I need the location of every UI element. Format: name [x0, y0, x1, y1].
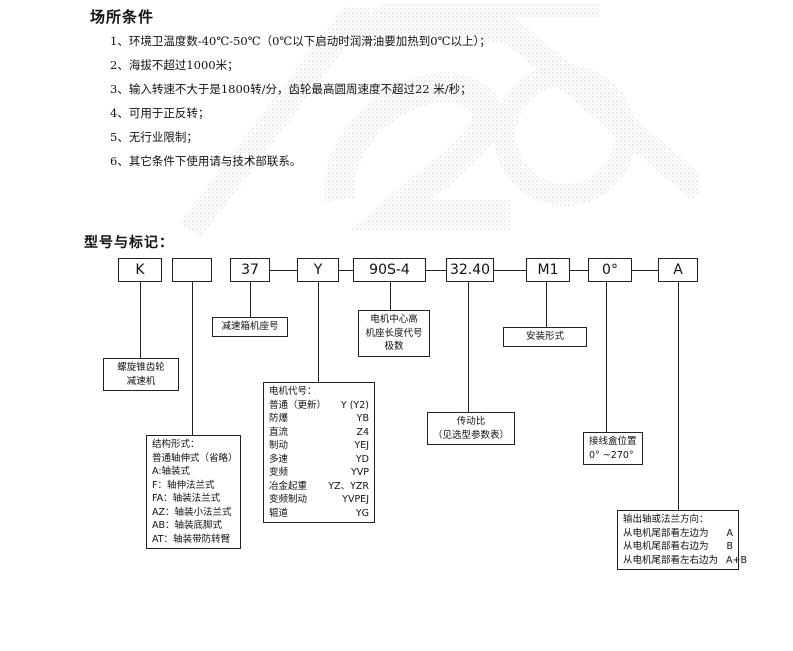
structure-label: 结构形式： 普通轴伸式（省略） A:轴装式 F：轴伸法兰式 FA：轴装法兰式 A… [146, 435, 241, 549]
code-box-terminal: 0° [588, 258, 632, 282]
condition-item: 2、海拔不超过1000米； [110, 58, 239, 72]
model-title: 型号与标记： [84, 235, 174, 251]
condition-item: 4、可用于正反转； [110, 106, 210, 120]
reducer-type-label: 螺旋锥齿轮 减速机 [103, 358, 179, 391]
ratio-label: 传动比 （见选型参数表） [427, 412, 515, 445]
code-box-direction: A [658, 258, 698, 282]
code-box-ratio: 32.40 [446, 258, 494, 282]
code-box-structure [172, 258, 212, 282]
code-box-motor: Y [297, 258, 339, 282]
condition-item: 3、输入转速不大于是1800转/分，齿轮最高圆周速度不超过22 米/秒； [110, 82, 472, 96]
code-box-type: K [118, 258, 162, 282]
code-box-frame: 37 [230, 258, 270, 282]
code-box-mounting: M1 [526, 258, 570, 282]
condition-item: 1、环境卫温度数-40℃-50℃（0℃以下启动时润滑油要加热到0℃以上）； [110, 34, 491, 48]
condition-item: 6、其它条件下使用请与技术部联系。 [110, 154, 302, 168]
watermark-logo [180, 3, 700, 238]
condition-item: 5、无行业限制； [110, 130, 198, 144]
frame-size-label: 减速箱机座号 [212, 317, 288, 337]
code-box-motor-frame: 90S-4 [353, 258, 426, 282]
mounting-label: 安装形式 [503, 327, 587, 347]
site-conditions-title: 场所条件 [90, 8, 155, 26]
terminal-box-label: 接线盒位置 0° ~270° [583, 432, 643, 465]
motor-frame-label: 电机中心高 机座长度代号 极数 [358, 310, 430, 357]
